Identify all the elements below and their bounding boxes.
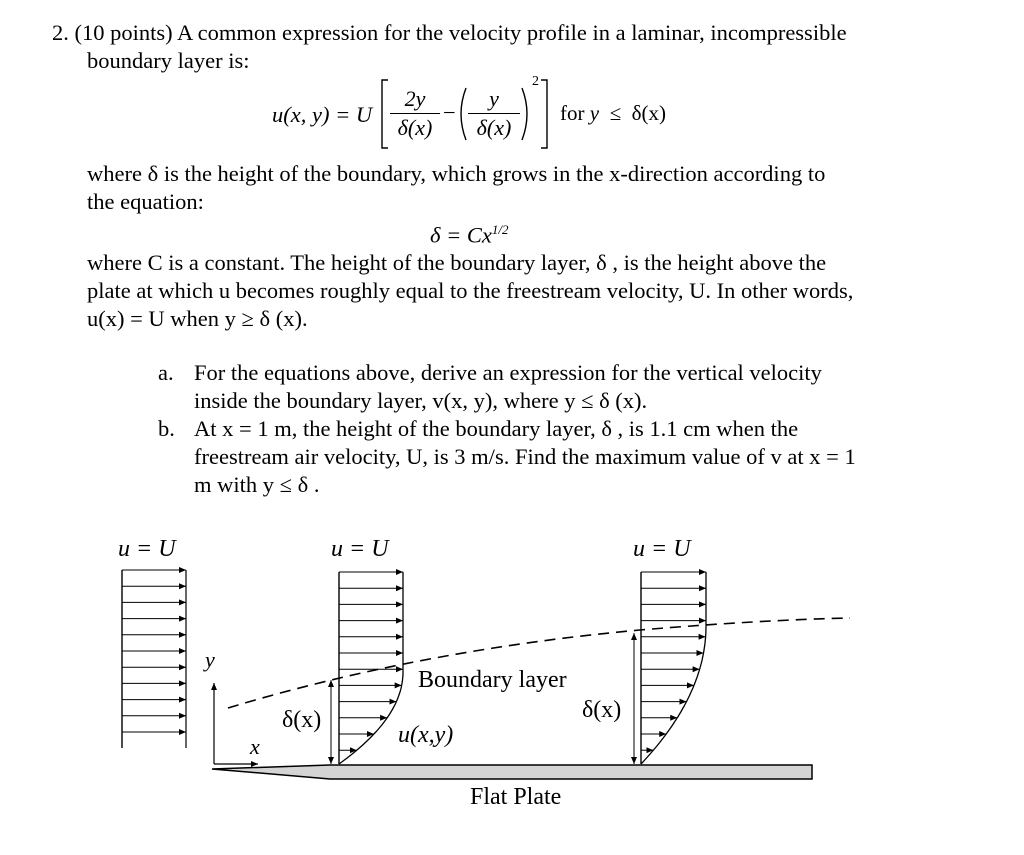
label-boundary-layer: Boundary layer [418, 667, 567, 693]
label-flat-plate: Flat Plate [470, 784, 562, 810]
eq1-num2: y [489, 86, 499, 111]
paragraph3-line2: plate at which u becomes roughly equal t… [87, 278, 854, 303]
problem-header-text: (10 points) A common expression for the … [74, 20, 847, 45]
label-delta-right: δ(x) [582, 697, 622, 723]
eq1-den2: δ(x) [476, 115, 512, 140]
problem-header-line2: boundary layer is: [87, 48, 250, 73]
paragraph3-line3: u(x) = U when y ≥ δ (x). [87, 306, 308, 331]
label-u-middle: u = U [331, 536, 389, 562]
label-y-axis: y [205, 647, 215, 672]
profile-curve [640, 572, 707, 765]
right-velocity-profile [640, 569, 707, 765]
part-a-line1: For the equations above, derive an expre… [194, 360, 822, 385]
eq1-cond-rel: ≤ [609, 101, 622, 125]
problem-number: 2. [52, 20, 69, 45]
delta-equation: δ = Cx1/2 [430, 222, 509, 249]
problem-header: 2. (10 points) A common expression for t… [52, 19, 847, 47]
middle-velocity-profile [338, 569, 404, 765]
part-b-label: b. [158, 416, 175, 441]
eq1-condition: for y ≤ δ(x) [560, 101, 666, 126]
paragraph2-line1: where δ is the height of the boundary, w… [87, 161, 826, 186]
part-b-line1: At x = 1 m, the height of the boundary l… [194, 416, 799, 441]
flat-plate [211, 764, 813, 780]
part-b-line3: m with y ≤ δ . [194, 472, 320, 497]
paragraph3-line1: where C is a constant. The height of the… [87, 250, 827, 275]
coordinate-axes [211, 683, 258, 767]
part-b-line2: freestream air velocity, U, is 3 m/s. Fi… [194, 444, 856, 469]
eq1-frac2: y δ(x) [468, 86, 520, 141]
left-uniform-profile [121, 567, 187, 748]
label-delta-middle: δ(x) [282, 707, 322, 733]
part-a-label: a. [158, 360, 174, 385]
part-a-line2: inside the boundary layer, v(x, y), wher… [194, 388, 648, 413]
eq1-num1: 2y [404, 86, 426, 111]
eq1-brackets [381, 79, 548, 149]
boundary-layer-edge [227, 617, 851, 709]
profile-curve [338, 572, 404, 765]
eq2-exponent: 1/2 [491, 222, 509, 237]
eq1-cond-for: for [560, 101, 585, 125]
eq1-den1: δ(x) [397, 115, 433, 140]
eq2-lhs: δ = Cx [430, 222, 492, 248]
eq1-exponent: 2 [532, 74, 539, 89]
eq1-cond-delta: δ(x) [631, 101, 666, 125]
label-u-right: u = U [633, 536, 691, 562]
label-x-axis: x [250, 734, 260, 759]
eq1-lhs: u(x, y) = U [272, 102, 373, 127]
label-u-xy: u(x,y) [398, 722, 454, 748]
eq1-frac1: 2y δ(x) [390, 86, 440, 141]
eq1-cond-y: y [589, 101, 600, 125]
paragraph2-line2: the equation: [87, 189, 204, 214]
eq1-minus: − [443, 100, 456, 125]
label-u-left: u = U [118, 536, 176, 562]
